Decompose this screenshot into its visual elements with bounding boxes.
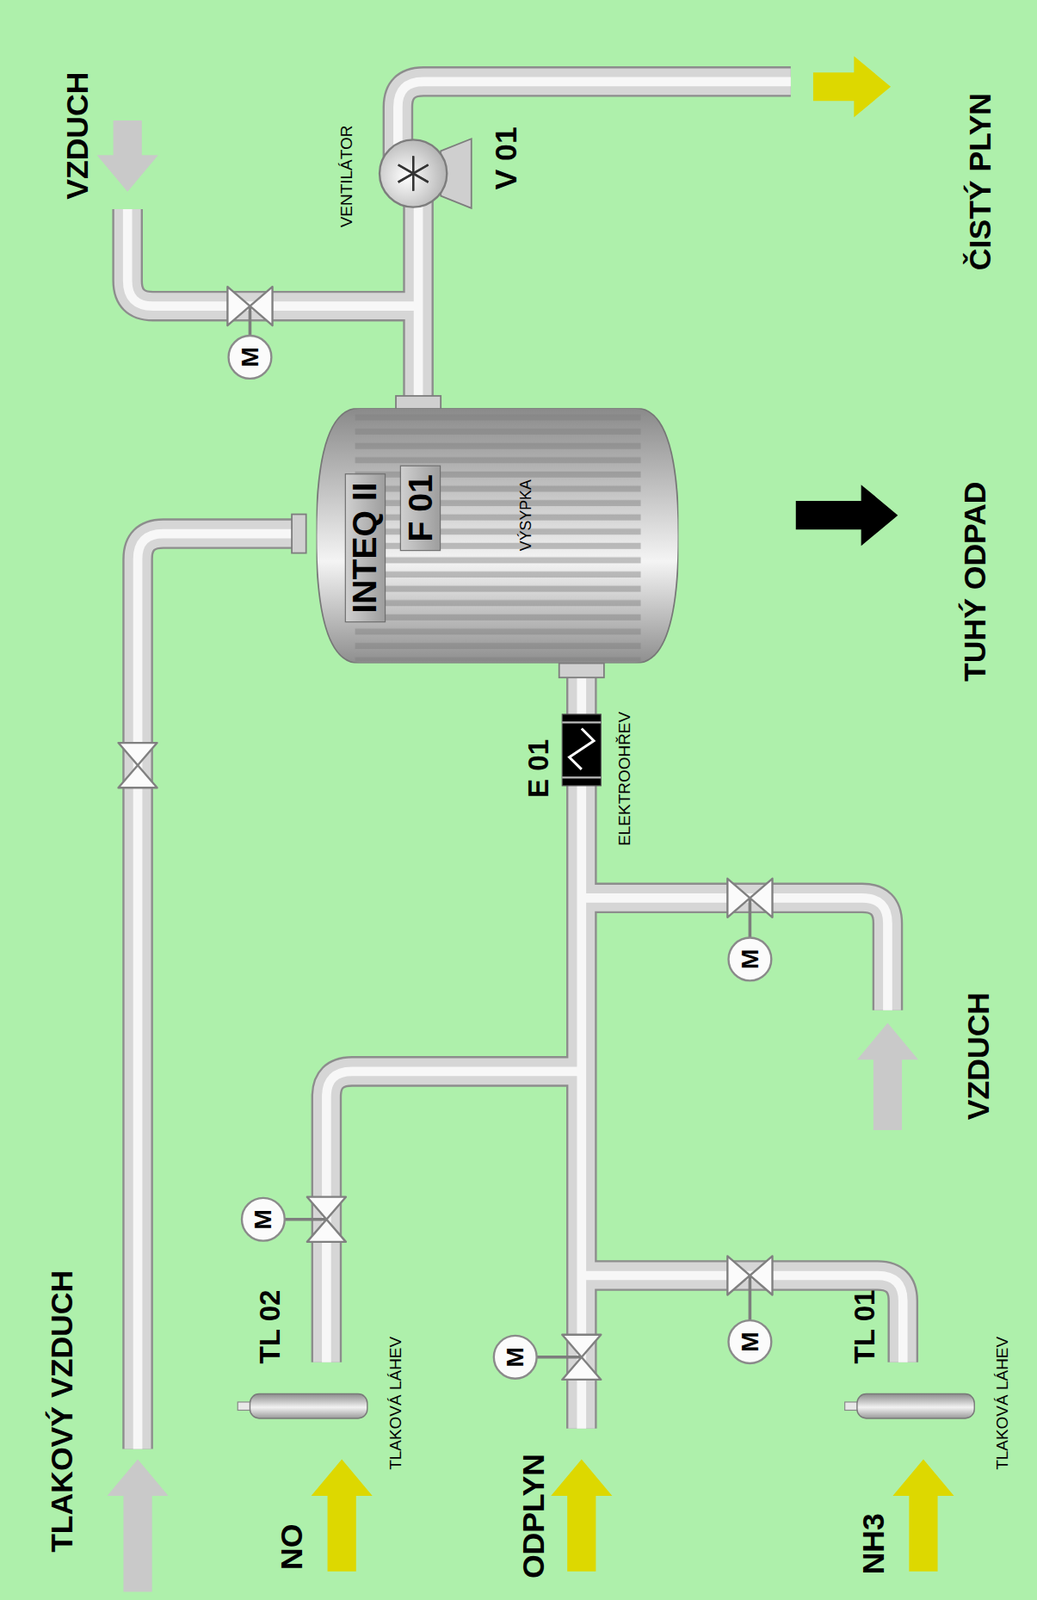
process-label: TLAKOVÝ VZDUCH [44,1270,79,1553]
pipe-flange [291,514,307,554]
process-label: VENTILÁTOR [337,125,356,229]
valve-symbol [727,1255,772,1295]
process-label: VZDUCH [960,992,994,1120]
motor-letter: M [501,1346,529,1368]
valve-symbol [307,1197,346,1242]
motor-circle: M [727,936,772,982]
pipe [137,533,298,1449]
flow-arrow [106,1458,168,1592]
valve-symbol [727,878,772,918]
flow-arrow [550,1458,612,1571]
fan-housing [379,139,447,207]
pipe [137,533,298,1449]
flow-arrow [857,1023,919,1130]
vessel-label: VÝSYPKA [517,479,535,551]
process-label: TL 01 [849,1289,882,1364]
heater-element [561,721,601,723]
name-plate: INTEQ II [345,473,387,624]
process-label: V 01 [487,126,522,190]
motor-letter: M [736,1331,764,1352]
pipe [581,897,889,1010]
gas-bottle [249,1394,367,1419]
motor-circle: M [240,1197,286,1242]
process-label: VZDUCH [59,72,93,200]
pipe [137,533,298,1449]
pipe [326,1071,581,1363]
flow-arrow [97,120,159,192]
motor-letter: M [249,1209,277,1230]
valve-symbol [118,742,158,788]
process-label: ODPLYN [515,1453,550,1579]
pipe-flange [559,663,605,679]
flow-arrow [311,1458,373,1571]
gas-bottle [857,1394,975,1419]
flow-arrow [796,484,899,546]
motor-letter: M [736,949,764,970]
process-label: NH3 [855,1512,889,1575]
fan-blade [398,164,429,182]
name-plate: F 01 [400,465,442,552]
plate-text: INTEQ II [345,481,384,613]
pipe [326,1071,581,1363]
flow-arrow [892,1458,954,1571]
process-label: NO [273,1524,308,1570]
process-label: TUHÝ ODPAD [957,481,992,682]
motor-letter: M [236,346,264,368]
process-label: ČISTÝ PLYN [962,92,997,271]
process-label: ELEKTROOHŘEV [615,711,634,846]
process-label: E 01 [523,739,556,798]
pipe [326,1071,581,1363]
pipe [413,199,424,400]
motor-circle: M [493,1334,538,1380]
flow-arrow [813,55,891,118]
process-label: TLAKOVÁ LÁHEV [386,1336,405,1470]
vessel-ribs [355,410,642,662]
vessel-body [316,407,679,663]
heater-element [569,728,594,769]
filter-vessel: VÝSYPKA INTEQ II F 01 [316,407,679,663]
pipe [581,897,889,1010]
valve-symbol [561,1334,601,1380]
heater-element [561,776,601,778]
process-label: TL 02 [254,1289,287,1364]
pipe [581,897,889,1010]
plate-text: F 01 [401,474,439,542]
fan-blade [398,164,429,182]
motor-circle: M [727,1319,772,1365]
motor-circle: M [227,334,272,380]
process-label: TLAKOVÁ LÁHEV [993,1336,1013,1470]
heater-element [561,714,601,786]
valve-symbol [227,286,272,326]
